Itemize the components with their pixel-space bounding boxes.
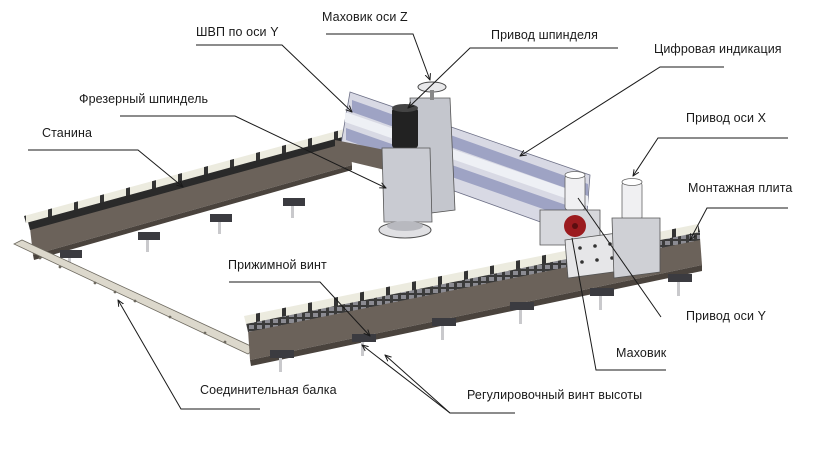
label-handwheel: Маховик <box>616 346 667 360</box>
leader-shvp-y <box>196 44 352 112</box>
label-connecting-beam: Соединительная балка <box>200 383 337 397</box>
leader-connecting-beam <box>118 300 260 410</box>
leader-digital-readout <box>520 66 724 156</box>
bed-rail-back <box>24 128 352 270</box>
leader-milling-spindle <box>120 115 386 188</box>
label-clamp-screw: Прижимной винт <box>228 258 327 272</box>
leader-bed <box>28 149 183 187</box>
leader-height-adjust-2 <box>385 355 451 414</box>
connecting-beam <box>13 239 256 355</box>
label-milling-spindle: Фрезерный шпиндель <box>79 92 209 106</box>
label-drive-y: Привод оси Y <box>686 309 767 323</box>
leader-handwheel <box>571 237 666 371</box>
leader-spindle-drive <box>408 47 618 108</box>
leader-mounting-plate <box>690 207 788 240</box>
label-spindle-drive: Привод шпинделя <box>491 28 598 42</box>
label-shvp-y: ШВП по оси Y <box>196 25 279 39</box>
leader-handwheel-z <box>326 33 430 80</box>
y-drive-assembly <box>539 171 601 246</box>
x-drive-assembly <box>611 178 661 279</box>
label-bed: Станина <box>42 126 93 140</box>
leader-lines <box>28 33 788 414</box>
leader-drive-y <box>577 197 662 318</box>
label-digital-readout: Цифровая индикация <box>654 42 782 56</box>
label-handwheel-z: Маховик оси Z <box>322 10 408 24</box>
label-height-adjust-screw: Регулировочный винт высоты <box>467 388 643 402</box>
spindle-assembly <box>378 104 433 239</box>
label-mounting-plate: Монтажная плита <box>688 181 793 195</box>
leader-clamp-screw <box>229 281 370 336</box>
label-drive-x: Привод оси X <box>686 111 767 125</box>
leader-drive-x <box>633 137 788 176</box>
